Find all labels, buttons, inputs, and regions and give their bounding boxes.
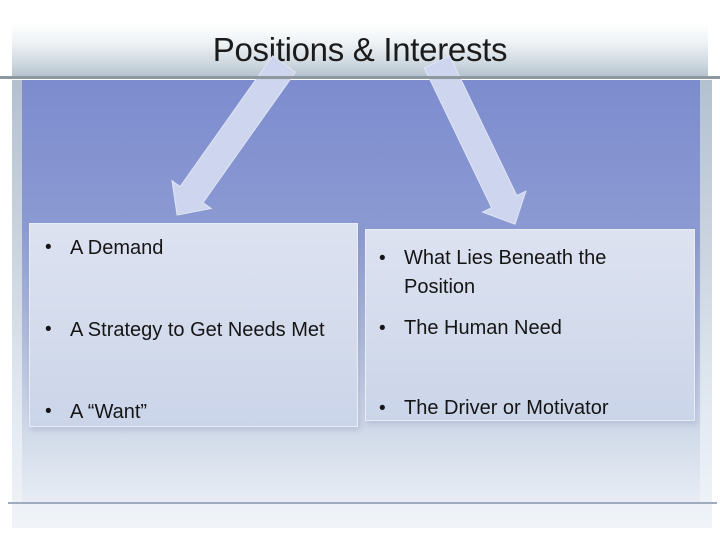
positions-box: • A Demand • A Strategy to Get Needs Met…: [29, 223, 358, 427]
list-item-label: The Driver or Motivator: [404, 397, 609, 419]
bullet-dot-icon: •: [45, 237, 52, 258]
list-item: • The Driver or Motivator: [379, 394, 686, 423]
list-item-label: A Demand: [70, 237, 164, 259]
list-item-label: The Human Need: [404, 317, 562, 339]
bullet-dot-icon: •: [379, 318, 386, 339]
bullet-dot-icon: •: [379, 248, 386, 269]
list-item-label: What Lies Beneath the Position: [404, 247, 607, 298]
bullet-dot-icon: •: [45, 401, 52, 422]
list-item: • A “Want”: [45, 398, 349, 426]
list-item: • A Demand: [45, 234, 349, 262]
title-banner: Positions & Interests: [12, 25, 708, 77]
list-item-label: A “Want”: [70, 401, 148, 423]
list-item: • What Lies Beneath the Position: [379, 244, 686, 302]
interests-box: • What Lies Beneath the Position • The H…: [365, 229, 695, 421]
title-divider-line: [0, 76, 720, 79]
list-item: • The Human Need: [379, 314, 686, 343]
footer-divider-line: [8, 502, 717, 504]
list-item: • A Strategy to Get Needs Met: [45, 316, 349, 344]
list-item-label: A Strategy to Get Needs Met: [70, 319, 325, 341]
slide-title: Positions & Interests: [212, 31, 508, 68]
bullet-dot-icon: •: [379, 398, 386, 419]
bullet-dot-icon: •: [45, 319, 52, 340]
